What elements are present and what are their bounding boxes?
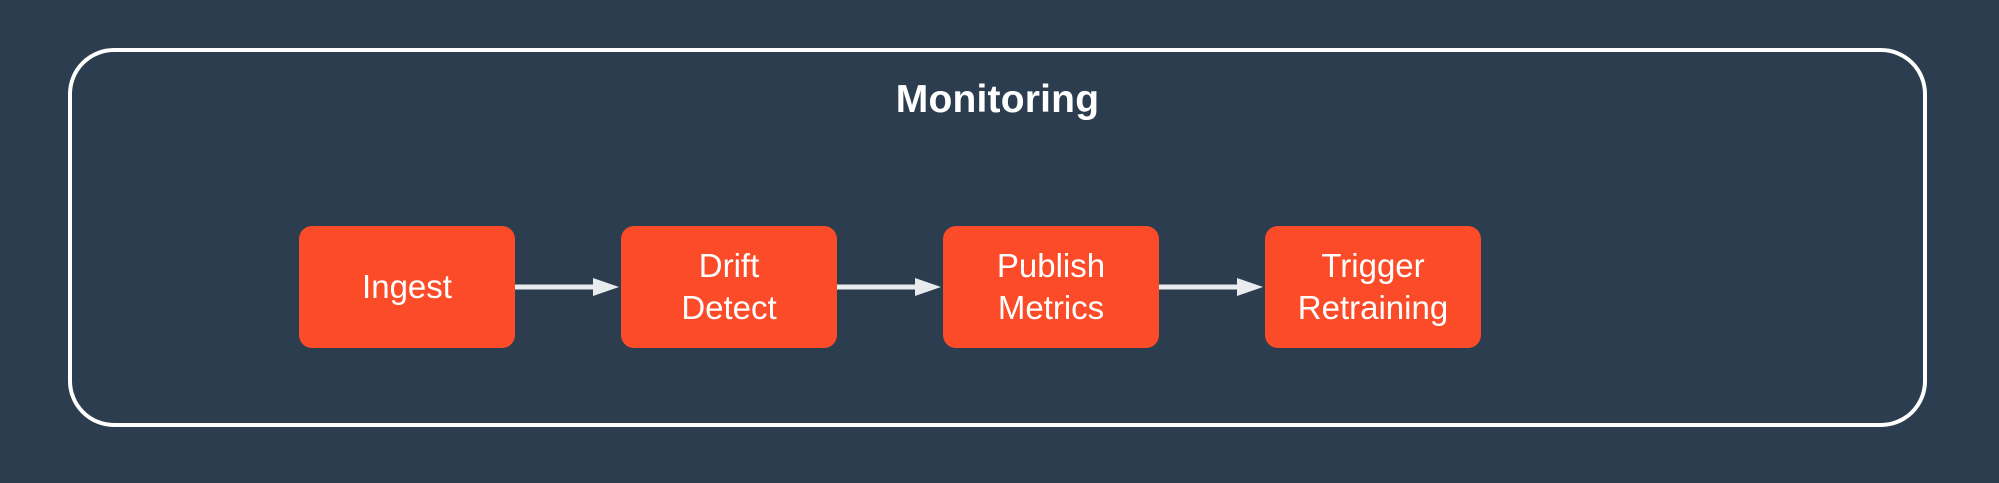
node-publish-metrics[interactable]: Publish Metrics: [943, 226, 1159, 348]
node-trigger-retraining-label-line2: Retraining: [1297, 289, 1449, 326]
edge-drift-to-publish: [837, 226, 943, 348]
arrow-right-icon: [1159, 278, 1263, 296]
edge-publish-to-trigger: [1159, 226, 1265, 348]
node-ingest-label-line1: Ingest: [362, 268, 452, 306]
node-trigger-retraining[interactable]: Trigger Retraining: [1265, 226, 1481, 348]
node-publish-metrics-label-line1: Publish: [996, 247, 1106, 285]
node-drift-detect-label-line2: Detect: [681, 289, 777, 326]
node-drift-detect-label-line1: Drift: [698, 247, 760, 285]
node-drift-detect[interactable]: Drift Detect: [621, 226, 837, 348]
node-ingest[interactable]: Ingest: [299, 226, 515, 348]
pipeline-flow-row: Ingest Drift Detect: [299, 226, 1728, 348]
node-publish-metrics-label-line2: Metrics: [997, 289, 1105, 326]
node-trigger-retraining-label-line1: Trigger: [1321, 247, 1425, 285]
arrow-right-icon: [837, 278, 941, 296]
group-title: Monitoring: [895, 78, 1100, 121]
monitoring-group-container: Monitoring Ingest Drift Detect: [68, 48, 1927, 427]
edge-ingest-to-drift: [515, 226, 621, 348]
arrow-right-icon: [515, 278, 619, 296]
